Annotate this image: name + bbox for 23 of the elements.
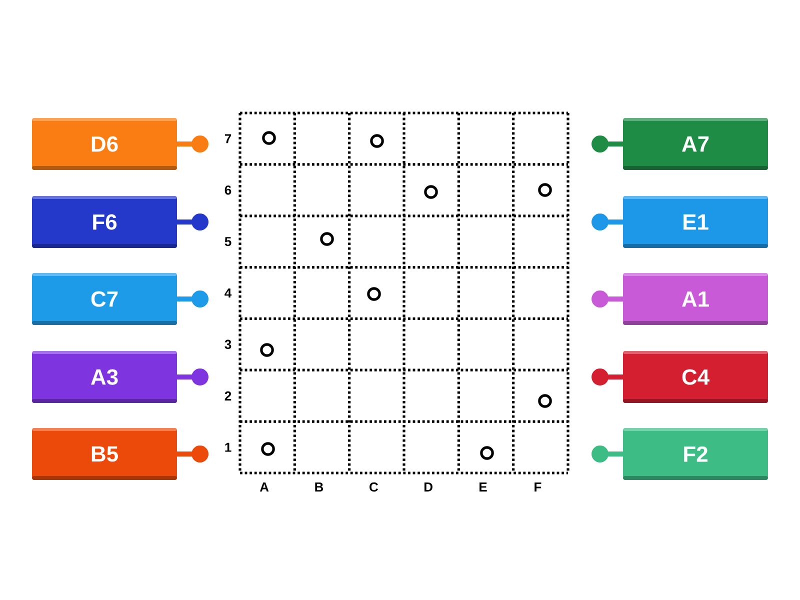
column-label: C [370, 482, 378, 492]
answer-tile: E1 [623, 196, 768, 248]
answer-tile: A3 [32, 351, 177, 403]
column-label: F [534, 482, 542, 492]
answer-tile: A1 [623, 273, 768, 325]
row-label: 6 [224, 186, 232, 195]
row-label: 7 [224, 134, 232, 144]
answer-tile: C4 [623, 351, 768, 403]
row-label: 2 [224, 391, 232, 400]
answer-tile: F6 [32, 196, 177, 248]
answer-tile: A7 [623, 118, 768, 170]
row-label: 3 [224, 340, 232, 350]
row-label: 5 [224, 237, 232, 246]
row-label: 1 [225, 442, 232, 452]
column-label: A [260, 482, 269, 492]
answer-tile: F2 [623, 428, 768, 480]
answer-tile: C7 [32, 273, 177, 325]
column-label: E [480, 482, 487, 492]
row-label: 4 [224, 288, 232, 298]
answer-tile: B5 [32, 428, 177, 480]
column-label: D [424, 482, 432, 492]
answer-tile: D6 [32, 118, 177, 170]
column-label: B [315, 482, 324, 492]
